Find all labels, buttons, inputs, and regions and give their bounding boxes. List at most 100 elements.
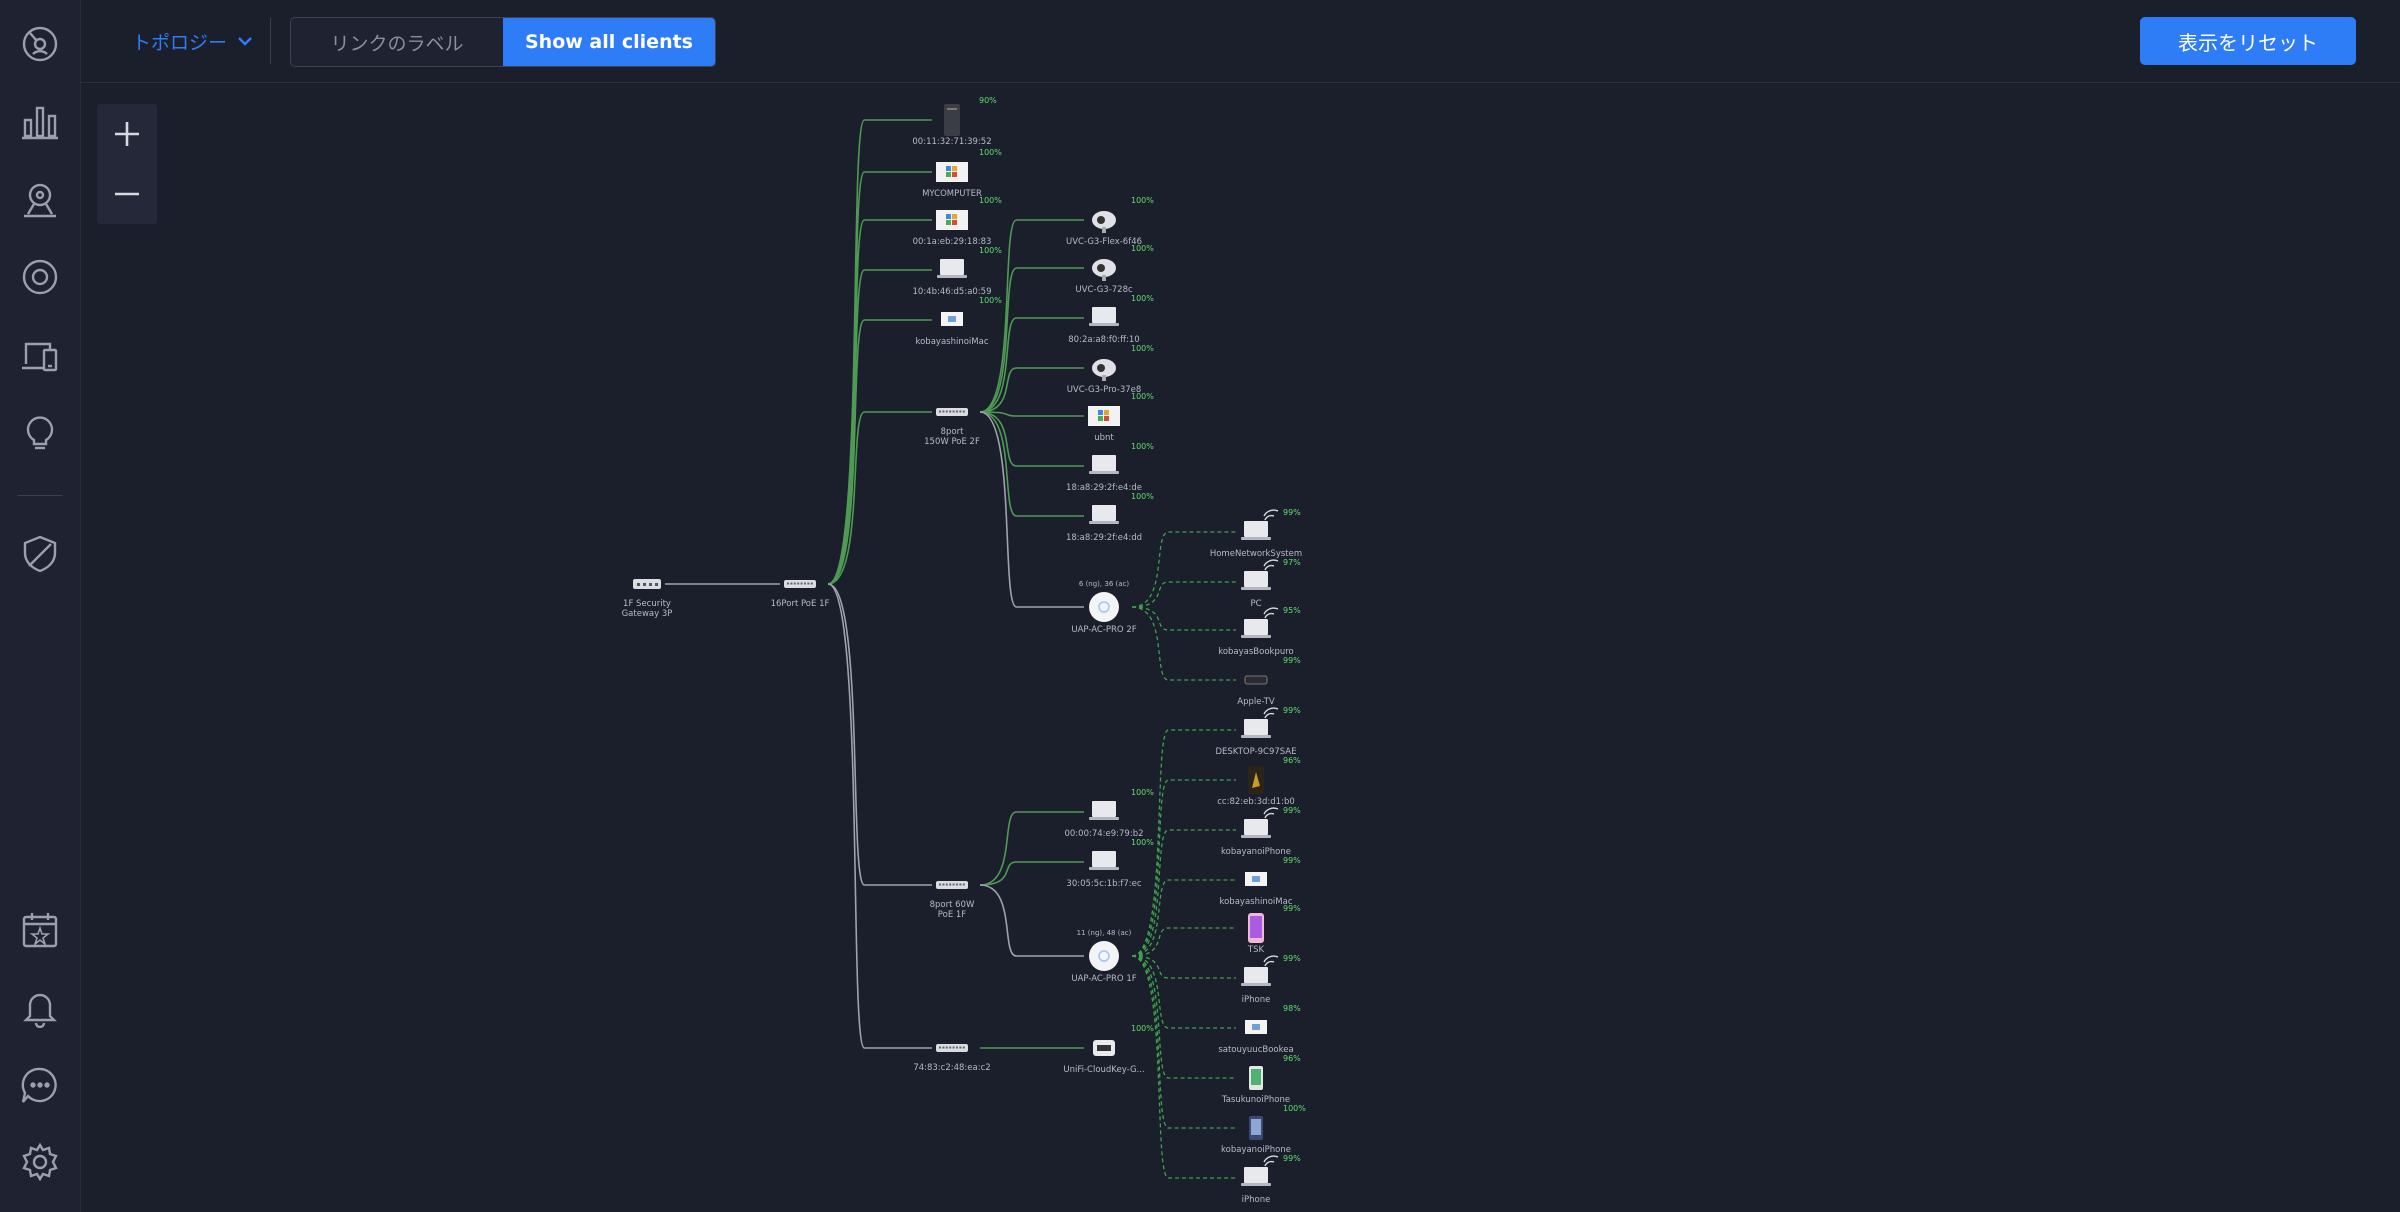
devices-icon[interactable]	[18, 255, 62, 299]
zoom-out-button[interactable]	[97, 164, 157, 224]
node-label: kobayanoiPhone	[1221, 847, 1291, 857]
node-sw16[interactable]: 16Port PoE 1F	[771, 580, 830, 609]
node-label: 18:a8:29:2f:e4:dd	[1066, 533, 1142, 543]
signal-percent: 100%	[1131, 788, 1154, 797]
label-toggle-group: リンクのラベル Show all clients	[290, 17, 716, 67]
insights-icon[interactable]	[18, 410, 62, 454]
node-label: UVC-G3-728c	[1075, 285, 1133, 295]
wlaptop-icon	[1241, 807, 1279, 838]
show-all-clients-toggle[interactable]: Show all clients	[503, 18, 715, 66]
link-sw8b-ap1	[979, 884, 1084, 957]
gateway-icon	[633, 579, 661, 589]
link-sw16-c4	[827, 269, 932, 585]
node-label: 10:4b:46:d5:a0:59	[913, 287, 992, 297]
node-c4[interactable]: 10:4b:46:d5:a0:59 100%	[913, 246, 1003, 297]
windows-icon	[936, 210, 968, 230]
node-d6[interactable]: 18:a8:29:2f:e4:de 100%	[1066, 442, 1154, 493]
link-sw8a-d6	[979, 411, 1084, 467]
alerts-icon[interactable]	[18, 986, 62, 1030]
zoom-in-button[interactable]	[97, 104, 157, 164]
signal-percent: 90%	[979, 96, 997, 105]
signal-percent: 99%	[1283, 954, 1301, 963]
statistics-icon[interactable]	[18, 100, 62, 144]
signal-percent: 100%	[1131, 1024, 1154, 1033]
link-sw8b-e2	[979, 861, 1084, 886]
settings-icon[interactable]	[18, 1140, 62, 1184]
map-icon[interactable]	[18, 178, 62, 222]
signal-percent: 100%	[1131, 442, 1154, 451]
ap-channel-label: 11 (ng), 48 (ac)	[1077, 929, 1132, 937]
ap-channel-label: 6 (ng), 36 (ac)	[1079, 580, 1129, 588]
chat-icon[interactable]	[18, 1063, 62, 1107]
node-label: 00:11:32:71:39:52	[912, 137, 991, 147]
node-label: 8port 60W	[930, 900, 975, 910]
node-ck[interactable]: UniFi-CloudKey-G...100%	[1063, 1024, 1154, 1075]
wlaptop-icon	[1241, 559, 1279, 590]
ap-icon	[1089, 941, 1119, 971]
node-ap2[interactable]: UAP-AC-PRO 2F 6 (ng), 36 (ac)	[1071, 580, 1136, 635]
node-label: DESKTOP-9C97SAE	[1215, 747, 1296, 757]
view-selector[interactable]: トポロジー	[132, 24, 253, 58]
link-labels-toggle[interactable]: リンクのラベル	[291, 18, 503, 66]
link-sw8a-ap2	[979, 411, 1084, 608]
link-ap2-w2	[1131, 581, 1236, 608]
link-ap1-x6	[1131, 955, 1236, 979]
node-c1[interactable]: 00:11:32:71:39:52 90%	[912, 96, 997, 147]
link-sw8a-d5	[979, 411, 1084, 417]
node-label: kobayanoiPhone	[1221, 1145, 1291, 1155]
node-label: cc:82:eb:3d:d1:b0	[1217, 797, 1295, 807]
node-label: 150W PoE 2F	[924, 437, 980, 447]
node-label: Gateway 3P	[622, 609, 673, 619]
node-label: HomeNetworkSystem	[1210, 549, 1302, 559]
plus-icon	[115, 122, 139, 146]
clients-icon[interactable]	[18, 334, 62, 378]
node-label: 18:a8:29:2f:e4:de	[1066, 483, 1142, 493]
signal-percent: 100%	[979, 246, 1002, 255]
events-icon[interactable]	[18, 908, 62, 952]
camera-icon	[1092, 259, 1116, 281]
node-sw5[interactable]: 74:83:c2:48:ea:c2	[913, 1044, 991, 1073]
link-ap2-w1	[1131, 531, 1236, 608]
shield-icon[interactable]	[18, 532, 62, 576]
camera-icon	[1092, 359, 1116, 381]
reset-view-button[interactable]: 表示をリセット	[2140, 17, 2356, 65]
node-label: UAP-AC-PRO 2F	[1071, 625, 1136, 635]
node-label: Apple-TV	[1237, 697, 1275, 707]
dashboard-icon[interactable]	[18, 22, 62, 66]
link-ap1-x7	[1131, 955, 1236, 1029]
signal-percent: 99%	[1283, 856, 1301, 865]
laptop-icon	[1089, 307, 1119, 326]
link-ap2-w4	[1131, 606, 1236, 681]
